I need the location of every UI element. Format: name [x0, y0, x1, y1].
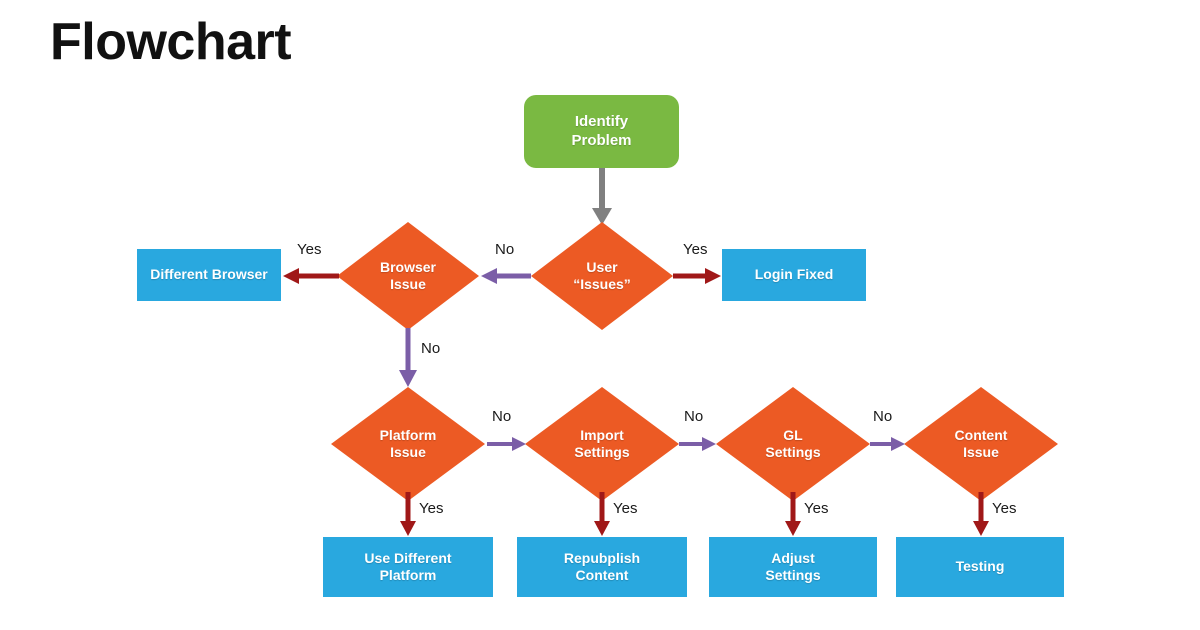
- node-republish-content-label: Repubplish Content: [563, 549, 641, 583]
- node-platform-issue[interactable]: Platform Issue: [331, 387, 485, 501]
- connector-platform-to-import: [487, 433, 527, 455]
- edge-label-import-to-gl: No: [684, 408, 704, 425]
- diamond-shape: [904, 387, 1058, 501]
- connector-identify-to-user: [589, 168, 615, 226]
- edge-label-user-to-browser: No: [495, 241, 515, 258]
- diamond-shape: [531, 222, 673, 330]
- edge-label-user-to-login-fixed: Yes: [683, 241, 708, 258]
- node-adjust-settings-label: Adjust Settings: [765, 549, 821, 583]
- node-use-different-platform-label: Use Different Platform: [364, 549, 452, 583]
- edge-label-browser-to-platform: No: [421, 340, 441, 357]
- node-gl-settings[interactable]: GL Settings: [716, 387, 870, 501]
- edge-label-import-to-republish: Yes: [613, 500, 638, 517]
- node-content-issue[interactable]: Content Issue: [904, 387, 1058, 501]
- edge-label-gl-to-adjust: Yes: [804, 500, 829, 517]
- edge-label-platform-to-import: No: [492, 408, 512, 425]
- connector-browser-to-platform: [395, 328, 421, 388]
- node-different-browser-label: Different Browser: [150, 266, 268, 283]
- edge-label-platform-to-use-different: Yes: [419, 500, 444, 517]
- node-browser-issue[interactable]: Browser Issue: [337, 222, 479, 330]
- connector-user-to-browser: [481, 264, 531, 288]
- node-login-fixed[interactable]: Login Fixed: [722, 249, 866, 301]
- connector-browser-to-different-browser: [283, 264, 339, 288]
- edge-label-gl-to-content: No: [873, 408, 893, 425]
- node-identify-problem[interactable]: Identify Problem: [524, 95, 679, 168]
- edge-label-browser-to-different-browser: Yes: [297, 241, 322, 258]
- diamond-shape: [331, 387, 485, 501]
- diamond-shape: [337, 222, 479, 330]
- edge-label-content-to-testing: Yes: [992, 500, 1017, 517]
- node-use-different-platform[interactable]: Use Different Platform: [323, 537, 493, 597]
- node-identify-problem-label: Identify Problem: [571, 113, 632, 149]
- diamond-shape: [716, 387, 870, 501]
- node-adjust-settings[interactable]: Adjust Settings: [709, 537, 877, 597]
- node-testing[interactable]: Testing: [896, 537, 1064, 597]
- node-different-browser[interactable]: Different Browser: [137, 249, 281, 301]
- node-republish-content[interactable]: Repubplish Content: [517, 537, 687, 597]
- connector-user-to-login-fixed: [673, 264, 722, 288]
- node-import-settings[interactable]: Import Settings: [525, 387, 679, 501]
- connector-gl-to-content: [870, 433, 906, 455]
- page-title: Flowchart: [50, 13, 292, 71]
- connector-import-to-gl: [679, 433, 717, 455]
- diamond-shape: [525, 387, 679, 501]
- node-testing-label: Testing: [955, 558, 1005, 575]
- node-login-fixed-label: Login Fixed: [754, 266, 834, 283]
- node-user-issues[interactable]: User “Issues”: [531, 222, 673, 330]
